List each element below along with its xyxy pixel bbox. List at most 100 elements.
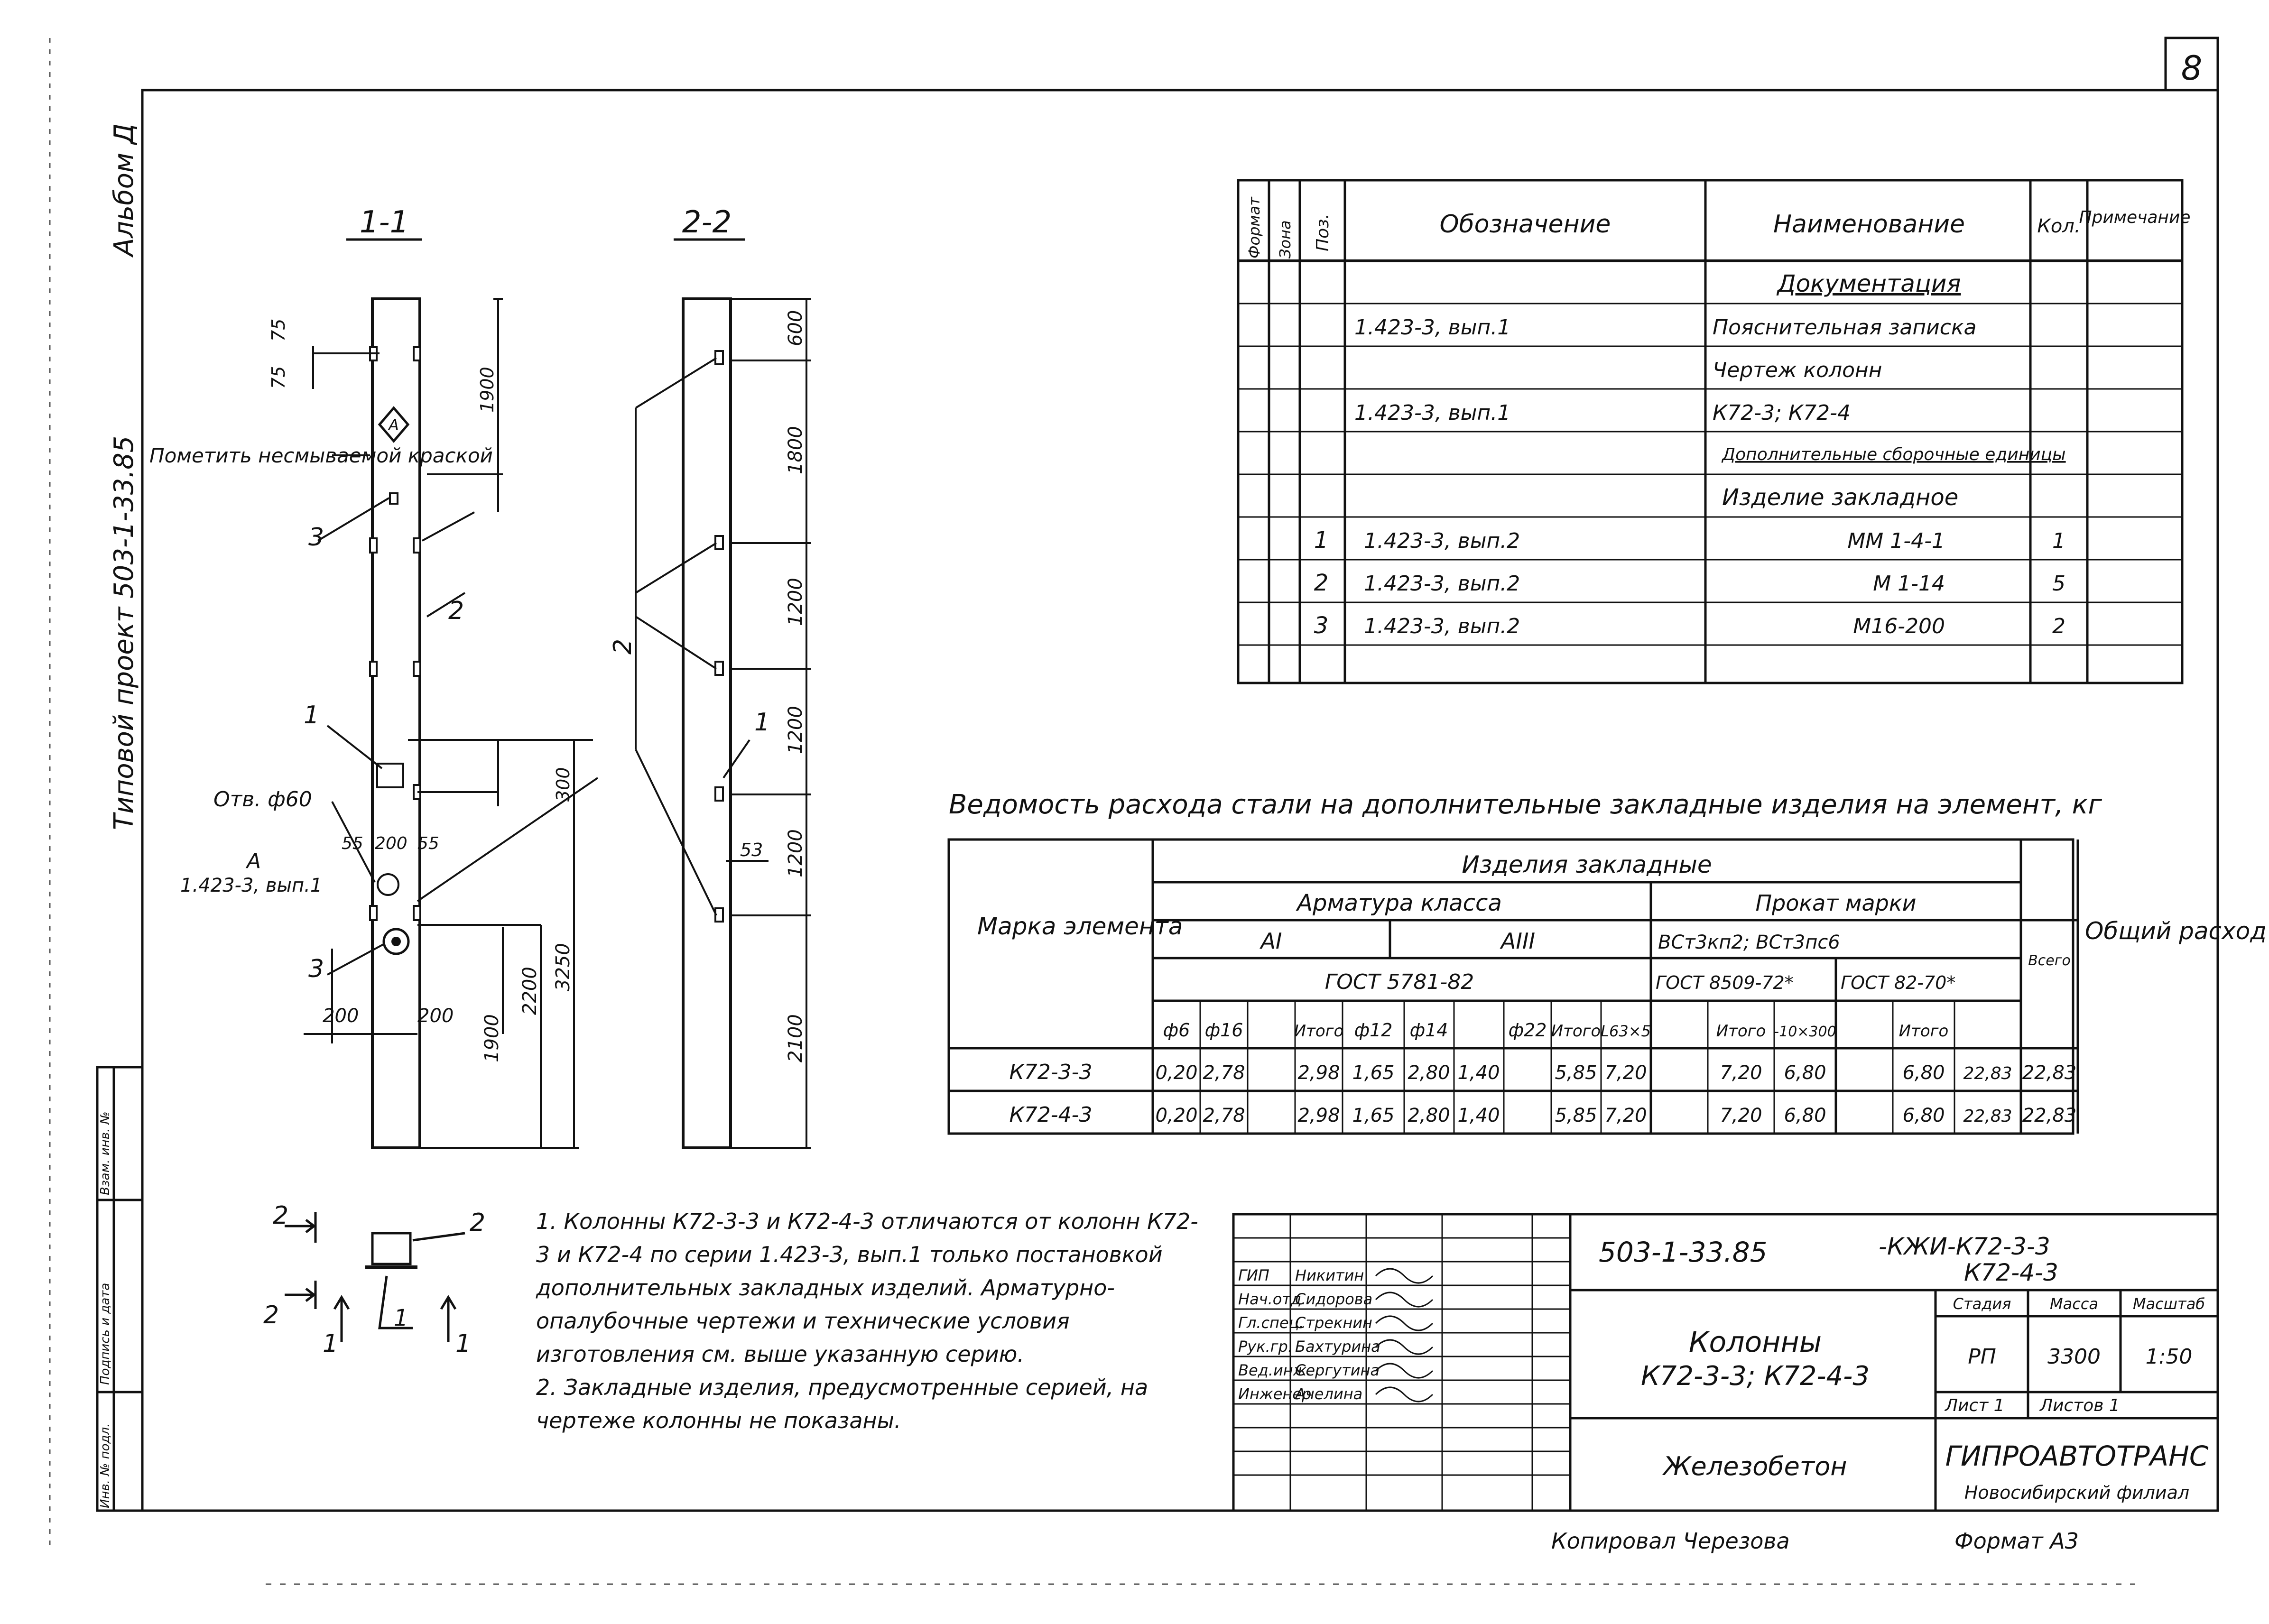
- svg-text:503-1-33.85: 503-1-33.85: [1599, 1236, 1768, 1268]
- drawing-notes: 1. Колонны К72-3-3 и К72-4-3 отличаются …: [536, 1205, 1210, 1437]
- svg-text:6,80: 6,80: [1784, 1105, 1826, 1126]
- svg-text:Марка элемента: Марка элемента: [977, 913, 1183, 940]
- svg-text:ВСт3кп2; ВСт3пс6: ВСт3кп2; ВСт3пс6: [1658, 932, 1840, 953]
- svg-text:М 1-14: М 1-14: [1873, 572, 1945, 596]
- svg-text:2: 2: [448, 597, 464, 625]
- svg-text:Общий расход: Общий расход: [2085, 917, 2267, 945]
- svg-text:1: 1: [394, 1305, 408, 1331]
- spec-table: [1237, 179, 2184, 684]
- svg-text:Обозначение: Обозначение: [1440, 210, 1611, 239]
- svg-text:1: 1: [754, 708, 770, 737]
- ref-series: 1.423-3, вып.1: [180, 875, 322, 896]
- svg-text:1.423-3, вып.1: 1.423-3, вып.1: [1354, 315, 1510, 340]
- stamp-inv-no: Инв. № подл.: [98, 1423, 112, 1508]
- plate-detail: 2 2 2 1 1 1: [263, 1201, 485, 1358]
- svg-text:1.423-3, вып.2: 1.423-3, вып.2: [1364, 572, 1520, 596]
- svg-text:Арматура класса: Арматура класса: [1296, 890, 1502, 916]
- svg-text:75: 75: [268, 366, 289, 389]
- svg-text:ГИП: ГИП: [1238, 1266, 1269, 1284]
- svg-text:1200: 1200: [785, 578, 806, 626]
- svg-text:Вед.инж.: Вед.инж.: [1238, 1361, 1312, 1379]
- svg-text:Итого: Итого: [1716, 1022, 1766, 1041]
- svg-text:2: 2: [2052, 614, 2065, 638]
- svg-text:Итого: Итого: [1551, 1022, 1601, 1041]
- svg-text:2: 2: [263, 1301, 279, 1329]
- svg-text:АI: АI: [1259, 928, 1282, 954]
- title-block-text: ГИП Никитин Нач.отд. Сидорова Гл.спец. С…: [1238, 1233, 2209, 1503]
- svg-text:Итого: Итого: [1294, 1022, 1344, 1041]
- svg-text:1,40: 1,40: [1457, 1105, 1500, 1126]
- svg-text:Примечание: Примечание: [2079, 208, 2190, 227]
- svg-text:Нач.отд.: Нач.отд.: [1238, 1290, 1306, 1308]
- svg-text:АIII: АIII: [1500, 928, 1535, 954]
- svg-text:2,98: 2,98: [1297, 1062, 1340, 1084]
- svg-text:300: 300: [553, 767, 574, 802]
- svg-text:А: А: [245, 849, 261, 873]
- spec-table-text: Формат Зона Поз. Обозначение Наименовани…: [1245, 196, 2191, 639]
- svg-text:55: 55: [417, 834, 439, 853]
- steel-table: [947, 838, 2079, 1135]
- sheet-frame: [141, 89, 2219, 1512]
- svg-text:1-1: 1-1: [360, 205, 409, 240]
- svg-text:ГОСТ 5781-82: ГОСТ 5781-82: [1325, 970, 1474, 994]
- svg-text:2: 2: [1314, 570, 1329, 596]
- svg-text:2: 2: [609, 639, 637, 655]
- svg-text:5,85: 5,85: [1555, 1062, 1597, 1084]
- svg-text:К72-3; К72-4: К72-3; К72-4: [1713, 401, 1851, 425]
- svg-text:М16-200: М16-200: [1853, 614, 1945, 638]
- svg-text:Стрекнин: Стрекнин: [1295, 1314, 1372, 1332]
- svg-text:К72-3-3; К72-4-3: К72-3-3; К72-4-3: [1641, 1361, 1870, 1392]
- svg-text:2,80: 2,80: [1408, 1062, 1450, 1084]
- svg-text:2,78: 2,78: [1203, 1062, 1245, 1084]
- note-1: 1. Колонны К72-3-3 и К72-4-3 отличаются …: [536, 1209, 1198, 1367]
- svg-text:-10×300: -10×300: [1774, 1024, 1836, 1040]
- svg-text:Прокат марки: Прокат марки: [1755, 890, 1916, 916]
- hole-label: Отв. ф60: [213, 787, 312, 812]
- svg-text:L63×5: L63×5: [1601, 1022, 1651, 1040]
- svg-text:1: 1: [1314, 527, 1329, 554]
- svg-text:Листов 1: Листов 1: [2039, 1396, 2120, 1415]
- svg-text:2: 2: [470, 1209, 485, 1237]
- svg-text:1200: 1200: [785, 706, 806, 754]
- svg-text:-КЖИ-К72-3-3: -КЖИ-К72-3-3: [1879, 1233, 2050, 1260]
- svg-text:Итого: Итого: [1899, 1022, 1949, 1041]
- svg-text:200: 200: [375, 834, 407, 853]
- section-1-1: 1-1 А: [149, 205, 599, 1149]
- svg-text:200: 200: [417, 1005, 454, 1027]
- svg-text:ММ 1-4-1: ММ 1-4-1: [1847, 529, 1945, 553]
- svg-text:Ачелина: Ачелина: [1294, 1385, 1362, 1403]
- section-2-2: 2-2 600 1800 1200: [609, 205, 811, 1149]
- svg-text:ф22: ф22: [1509, 1020, 1547, 1041]
- svg-text:ГИПРОАВТОТРАНС: ГИПРОАВТОТРАНС: [1945, 1440, 2209, 1472]
- svg-text:1:50: 1:50: [2146, 1345, 2193, 1369]
- svg-text:К72-4-3: К72-4-3: [1009, 1103, 1093, 1127]
- svg-text:Лист 1: Лист 1: [1944, 1396, 2005, 1415]
- svg-text:7,20: 7,20: [1720, 1062, 1762, 1084]
- svg-text:22,83: 22,83: [1963, 1064, 2012, 1083]
- svg-text:1.423-3, вып.2: 1.423-3, вып.2: [1364, 614, 1520, 638]
- svg-text:1: 1: [323, 1329, 338, 1358]
- format-label: Формат А3: [1954, 1528, 2079, 1554]
- svg-text:К72-4-3: К72-4-3: [1964, 1259, 2058, 1286]
- svg-text:1,65: 1,65: [1352, 1105, 1394, 1126]
- svg-text:Новосибирский филиал: Новосибирский филиал: [1964, 1482, 2189, 1503]
- svg-text:7,20: 7,20: [1604, 1105, 1647, 1126]
- svg-text:1: 1: [304, 701, 319, 729]
- svg-text:1.423-3, вып.1: 1.423-3, вып.1: [1354, 401, 1510, 425]
- svg-text:5,85: 5,85: [1555, 1105, 1597, 1126]
- svg-text:Поз.: Поз.: [1313, 213, 1333, 251]
- svg-text:3300: 3300: [2047, 1345, 2101, 1369]
- svg-text:Всего: Всего: [2028, 952, 2071, 969]
- svg-text:200: 200: [323, 1005, 359, 1027]
- svg-text:2: 2: [273, 1201, 288, 1230]
- svg-text:1900: 1900: [477, 367, 498, 413]
- svg-text:Масштаб: Масштаб: [2133, 1295, 2205, 1313]
- project-label: Типовой проект 503-1-33.85: [109, 436, 139, 830]
- svg-text:1: 1: [2052, 529, 2065, 553]
- svg-text:0,20: 0,20: [1155, 1105, 1197, 1126]
- stamp-replace-inv: Взам. инв. №: [98, 1111, 112, 1195]
- svg-text:РП: РП: [1968, 1345, 1996, 1369]
- steel-table-title: Ведомость расхода стали на дополнительны…: [949, 789, 2102, 820]
- svg-text:55: 55: [342, 834, 363, 853]
- svg-text:1200: 1200: [785, 829, 806, 877]
